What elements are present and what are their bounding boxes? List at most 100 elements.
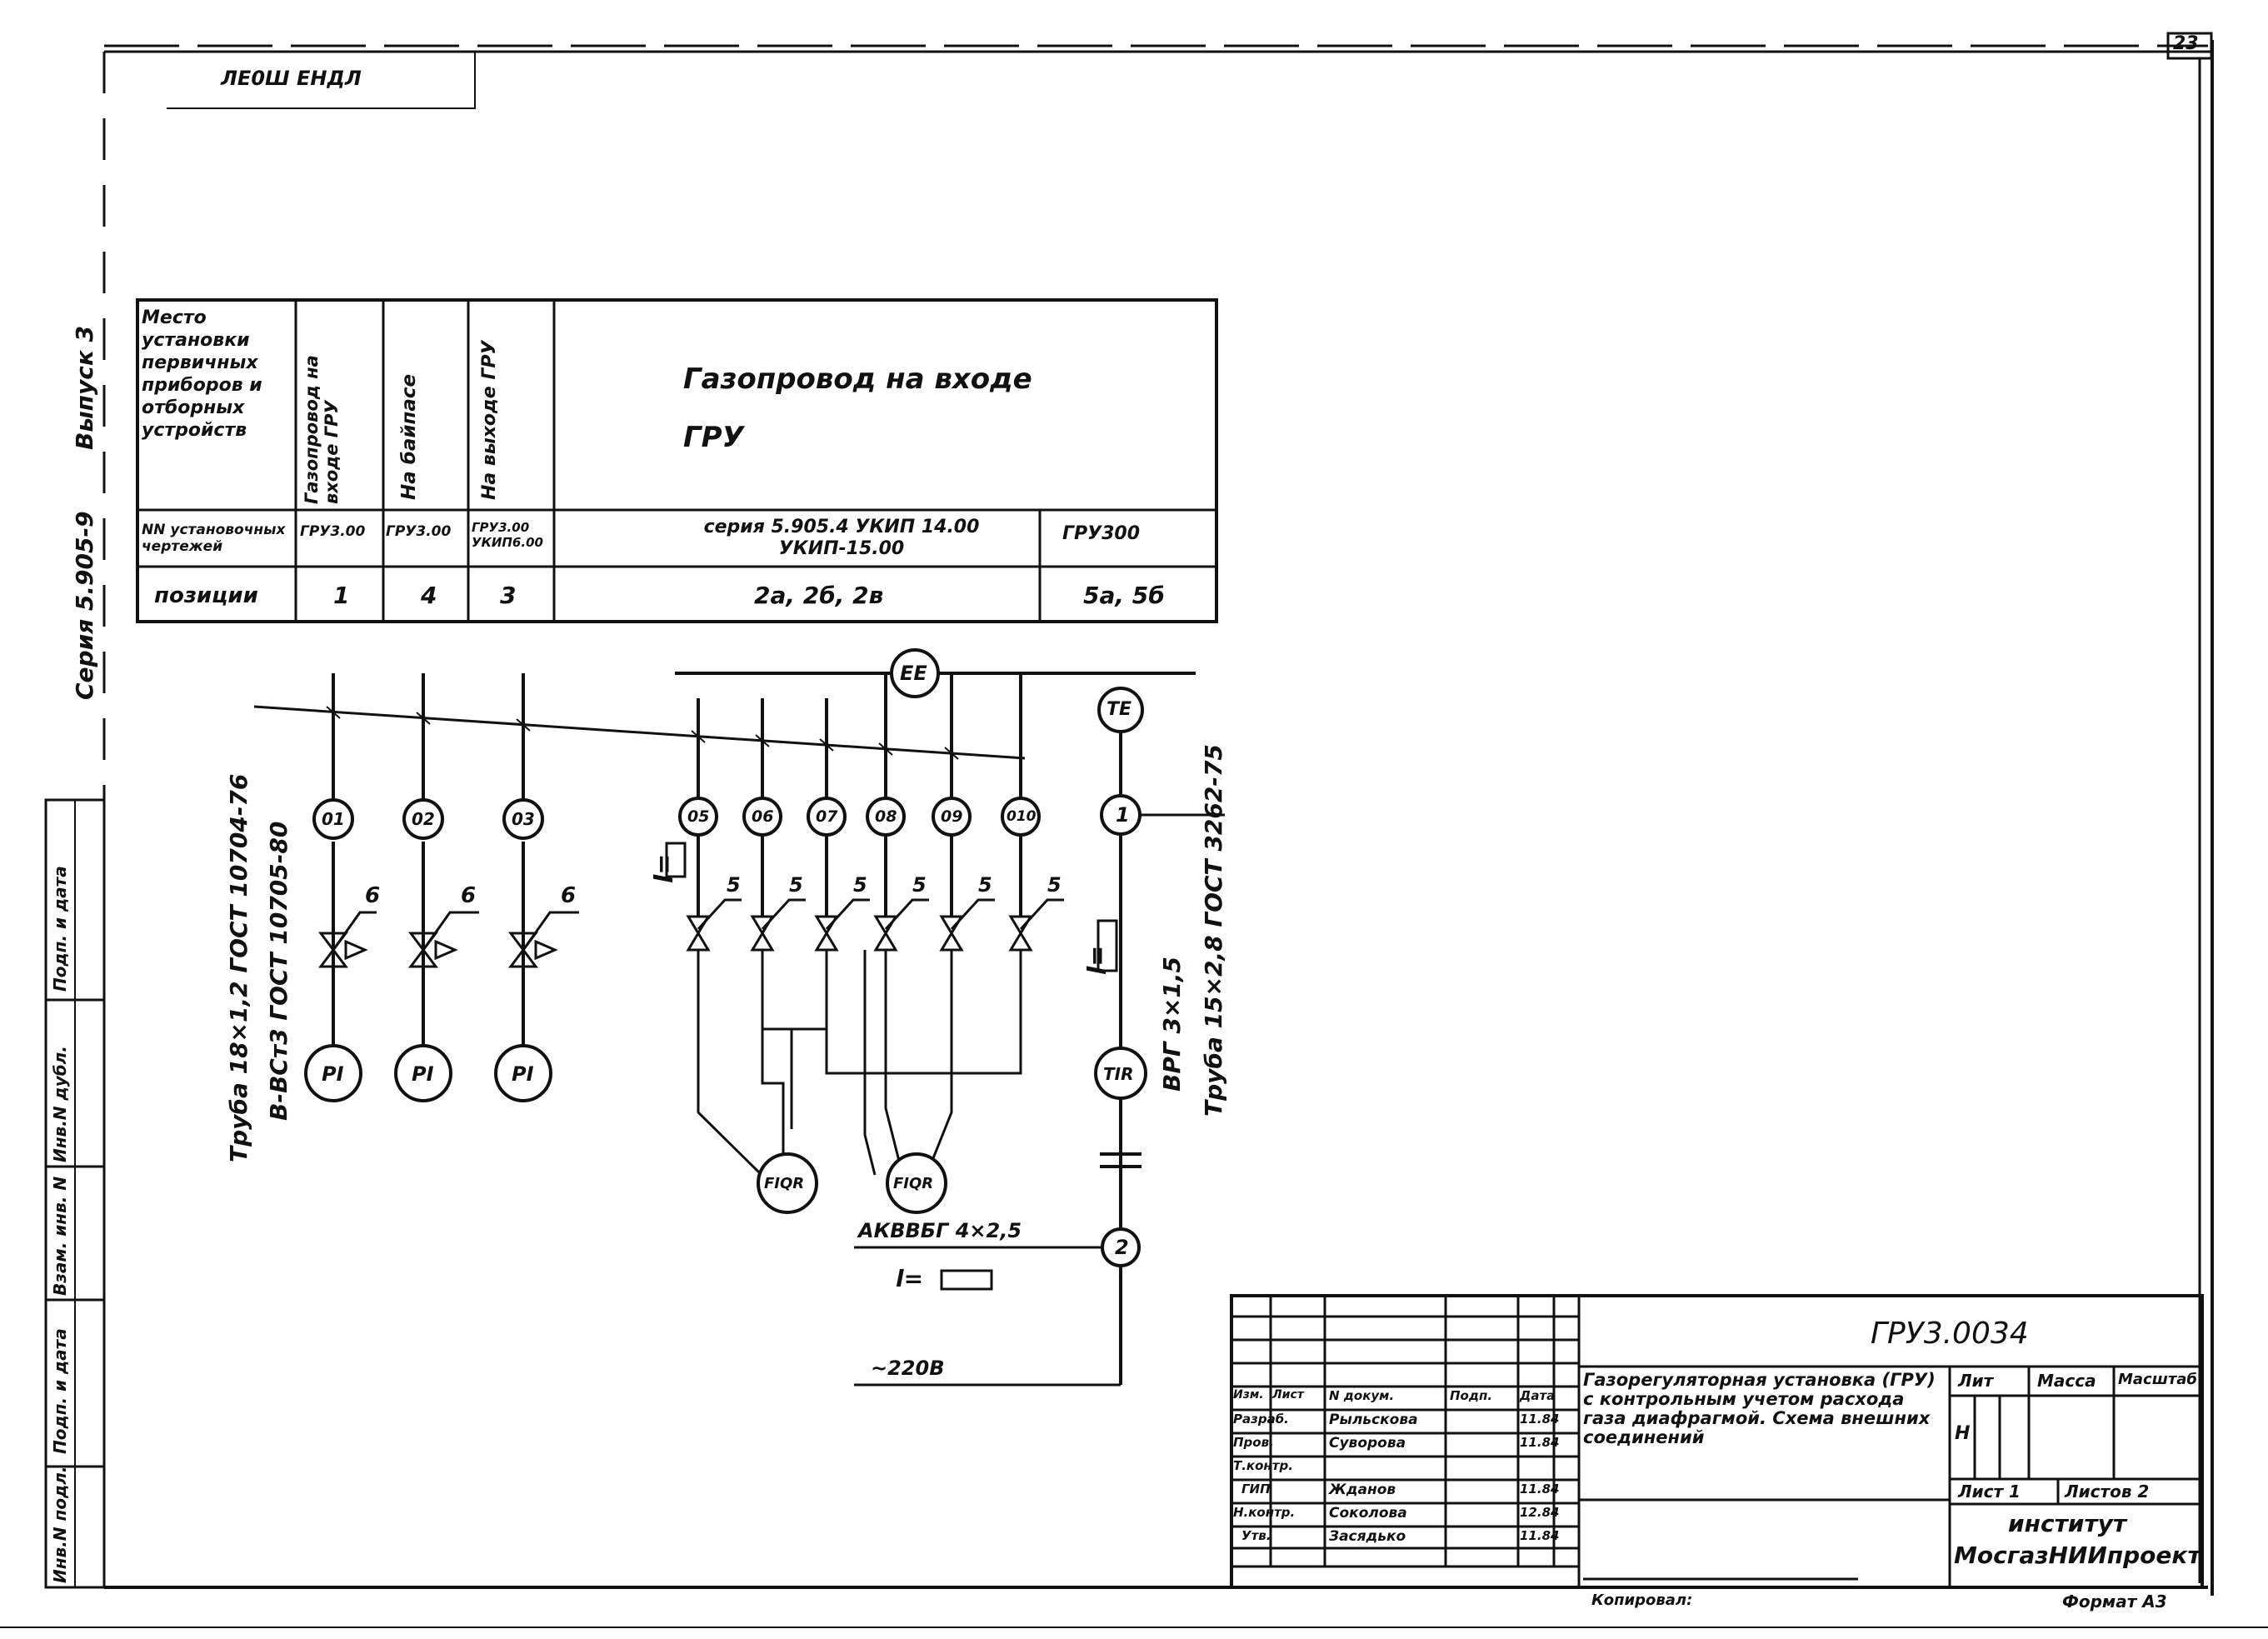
length-label-right: l=	[1083, 945, 1112, 975]
top-stamp: ЛЕ0Ш ЕНДЛ	[221, 67, 362, 90]
valve-num-1: 6	[365, 883, 381, 908]
table-pos-4: 2а, 2б, 2в	[754, 582, 884, 609]
tap-02-label: 02	[412, 809, 435, 829]
tb-role-2: Пров.	[1233, 1435, 1274, 1450]
tb-role-3: Т.контр.	[1233, 1458, 1293, 1473]
tb-sheet: Лист 1	[1958, 1482, 2021, 1502]
table-pos-5: 5а, 5б	[1083, 582, 1165, 609]
tb-role-5: Н.контр.	[1233, 1505, 1296, 1520]
tb-institute-1: институт	[2008, 1510, 2127, 1537]
node-2-label: 2	[1115, 1236, 1129, 1259]
ee-circle	[890, 648, 940, 698]
tb-head-izm: Изм.	[1233, 1388, 1264, 1402]
table-docs-4: серия 5.905.4 УКИП 14.00 УКИП-15.00	[703, 517, 980, 559]
tb-head-sign: Подп.	[1450, 1388, 1493, 1403]
margin-cell-sign-1: Подп. и дата	[50, 1328, 70, 1454]
length-label-cable: l=	[896, 1265, 924, 1292]
tb-date-2: 11.84	[1520, 1435, 1560, 1450]
tb-head-list: Лист	[1272, 1388, 1304, 1402]
margin-cell-dup: Инв.N дубл.	[50, 1046, 70, 1162]
fiqr-2-label: FIQR	[893, 1175, 934, 1192]
pipe-left-spec-2: В-ВСт3 ГОСТ 10705-80	[265, 821, 292, 1121]
tap-03-circle	[502, 798, 544, 840]
valve-num-r1: 5	[727, 873, 741, 897]
tap-1-circle	[1100, 794, 1141, 836]
valve-left-3	[508, 911, 579, 968]
tap-07-circle	[807, 797, 847, 837]
series-label: Серия 5.905-9	[71, 511, 98, 700]
tap-05-label: 05	[687, 807, 710, 826]
table-pos-3: 3	[500, 582, 517, 609]
length-label-left: l=	[650, 853, 679, 883]
tb-date-5: 12.84	[1520, 1505, 1560, 1520]
pi-2-circle	[394, 1044, 452, 1102]
tir-label: TIR	[1103, 1064, 1134, 1084]
doc-code: ГРУ3.0034	[1871, 1317, 2029, 1351]
tb-date-4: 11.84	[1520, 1482, 1560, 1497]
pi-3-label: PI	[512, 1062, 534, 1086]
tb-name-2: Суворова	[1329, 1435, 1406, 1452]
valve-num-r3: 5	[853, 873, 867, 897]
tap-010-label: 010	[1007, 808, 1037, 825]
pipe-right-spec-1: Труба 15×2,8 ГОСТ 3262-75	[1200, 744, 1227, 1117]
te-label: TE	[1107, 699, 1132, 720]
margin-cell-sign-2: Подп. и дата	[50, 866, 70, 992]
pipe-left-spec-1: Труба 18×1,2 ГОСТ 10704-76	[225, 773, 252, 1162]
tap-01-label: 01	[322, 809, 345, 829]
table-docs-label: NN установочных чертежей	[142, 522, 286, 555]
tap-09-label: 09	[941, 807, 963, 826]
tb-format: Формат А3	[2062, 1592, 2167, 1612]
valve-right-1	[686, 898, 742, 952]
pi-3-circle	[494, 1044, 552, 1102]
tb-lit-value: Н	[1955, 1423, 1971, 1444]
pi-1-circle	[304, 1044, 362, 1102]
fiqr-2-circle	[886, 1152, 947, 1214]
pipe-right-spec-2: ВРГ 3×1,5	[1158, 957, 1186, 1092]
table-pos-label: позиции	[154, 583, 258, 608]
tb-lit: Лит	[1958, 1371, 1994, 1391]
valve-num-r5: 5	[978, 873, 992, 897]
table-docs-5: ГРУ300	[1062, 523, 1141, 544]
table-header-left: Место установки первичных приборов и отб…	[142, 307, 262, 441]
tb-name-1: Рыльскова	[1329, 1412, 1418, 1428]
tb-head-ndoc: N докум.	[1329, 1388, 1395, 1403]
tap-09-circle	[932, 797, 972, 837]
tb-mass: Масса	[2037, 1371, 2096, 1391]
valve-right-3	[814, 898, 870, 952]
tap-06-label: 06	[752, 807, 774, 826]
tap-1-label: 1	[1116, 803, 1130, 827]
table-pos-1: 1	[333, 582, 350, 609]
te-circle	[1097, 687, 1144, 733]
table-docs-3: ГРУ3.00 УКИП6.00	[472, 520, 543, 550]
tb-role-4: ГИП	[1241, 1482, 1271, 1497]
tap-02-circle	[402, 798, 444, 840]
tb-date-1: 11.84	[1520, 1412, 1560, 1427]
tb-name-6: Засядько	[1329, 1528, 1406, 1545]
table-col-outlet: На выходе ГРУ	[479, 340, 500, 501]
valve-num-r4: 5	[912, 873, 927, 897]
valve-right-2	[750, 898, 806, 952]
table-docs-2: ГРУ3.00	[386, 523, 452, 540]
valve-right-6	[1008, 898, 1064, 952]
tap-06-circle	[742, 797, 782, 837]
tb-institute-2: МосгазНИИпроект	[1954, 1542, 2201, 1569]
tb-role-1: Разраб.	[1233, 1412, 1289, 1427]
tb-date-6: 11.84	[1520, 1528, 1560, 1543]
tap-08-label: 08	[875, 807, 897, 826]
valve-right-5	[939, 898, 995, 952]
tb-role-6: Утв.	[1241, 1528, 1271, 1543]
fiqr-1-label: FIQR	[764, 1175, 805, 1192]
power-label: ~220В	[871, 1357, 945, 1380]
ee-label: EE	[900, 662, 927, 685]
table-docs-1: ГРУ3.00	[300, 523, 366, 540]
tap-08-circle	[866, 797, 906, 837]
doc-description: Газорегуляторная установка (ГРУ) с контр…	[1583, 1370, 1936, 1447]
valve-num-r2: 5	[789, 873, 803, 897]
tb-scale: Масштаб	[2118, 1371, 2197, 1388]
valve-left-2	[408, 911, 479, 968]
tap-03-label: 03	[512, 809, 535, 829]
margin-cell-inv: Инв.N подл.	[50, 1466, 70, 1583]
node-2-circle	[1101, 1227, 1141, 1267]
issue-label: Выпуск 3	[71, 325, 98, 450]
